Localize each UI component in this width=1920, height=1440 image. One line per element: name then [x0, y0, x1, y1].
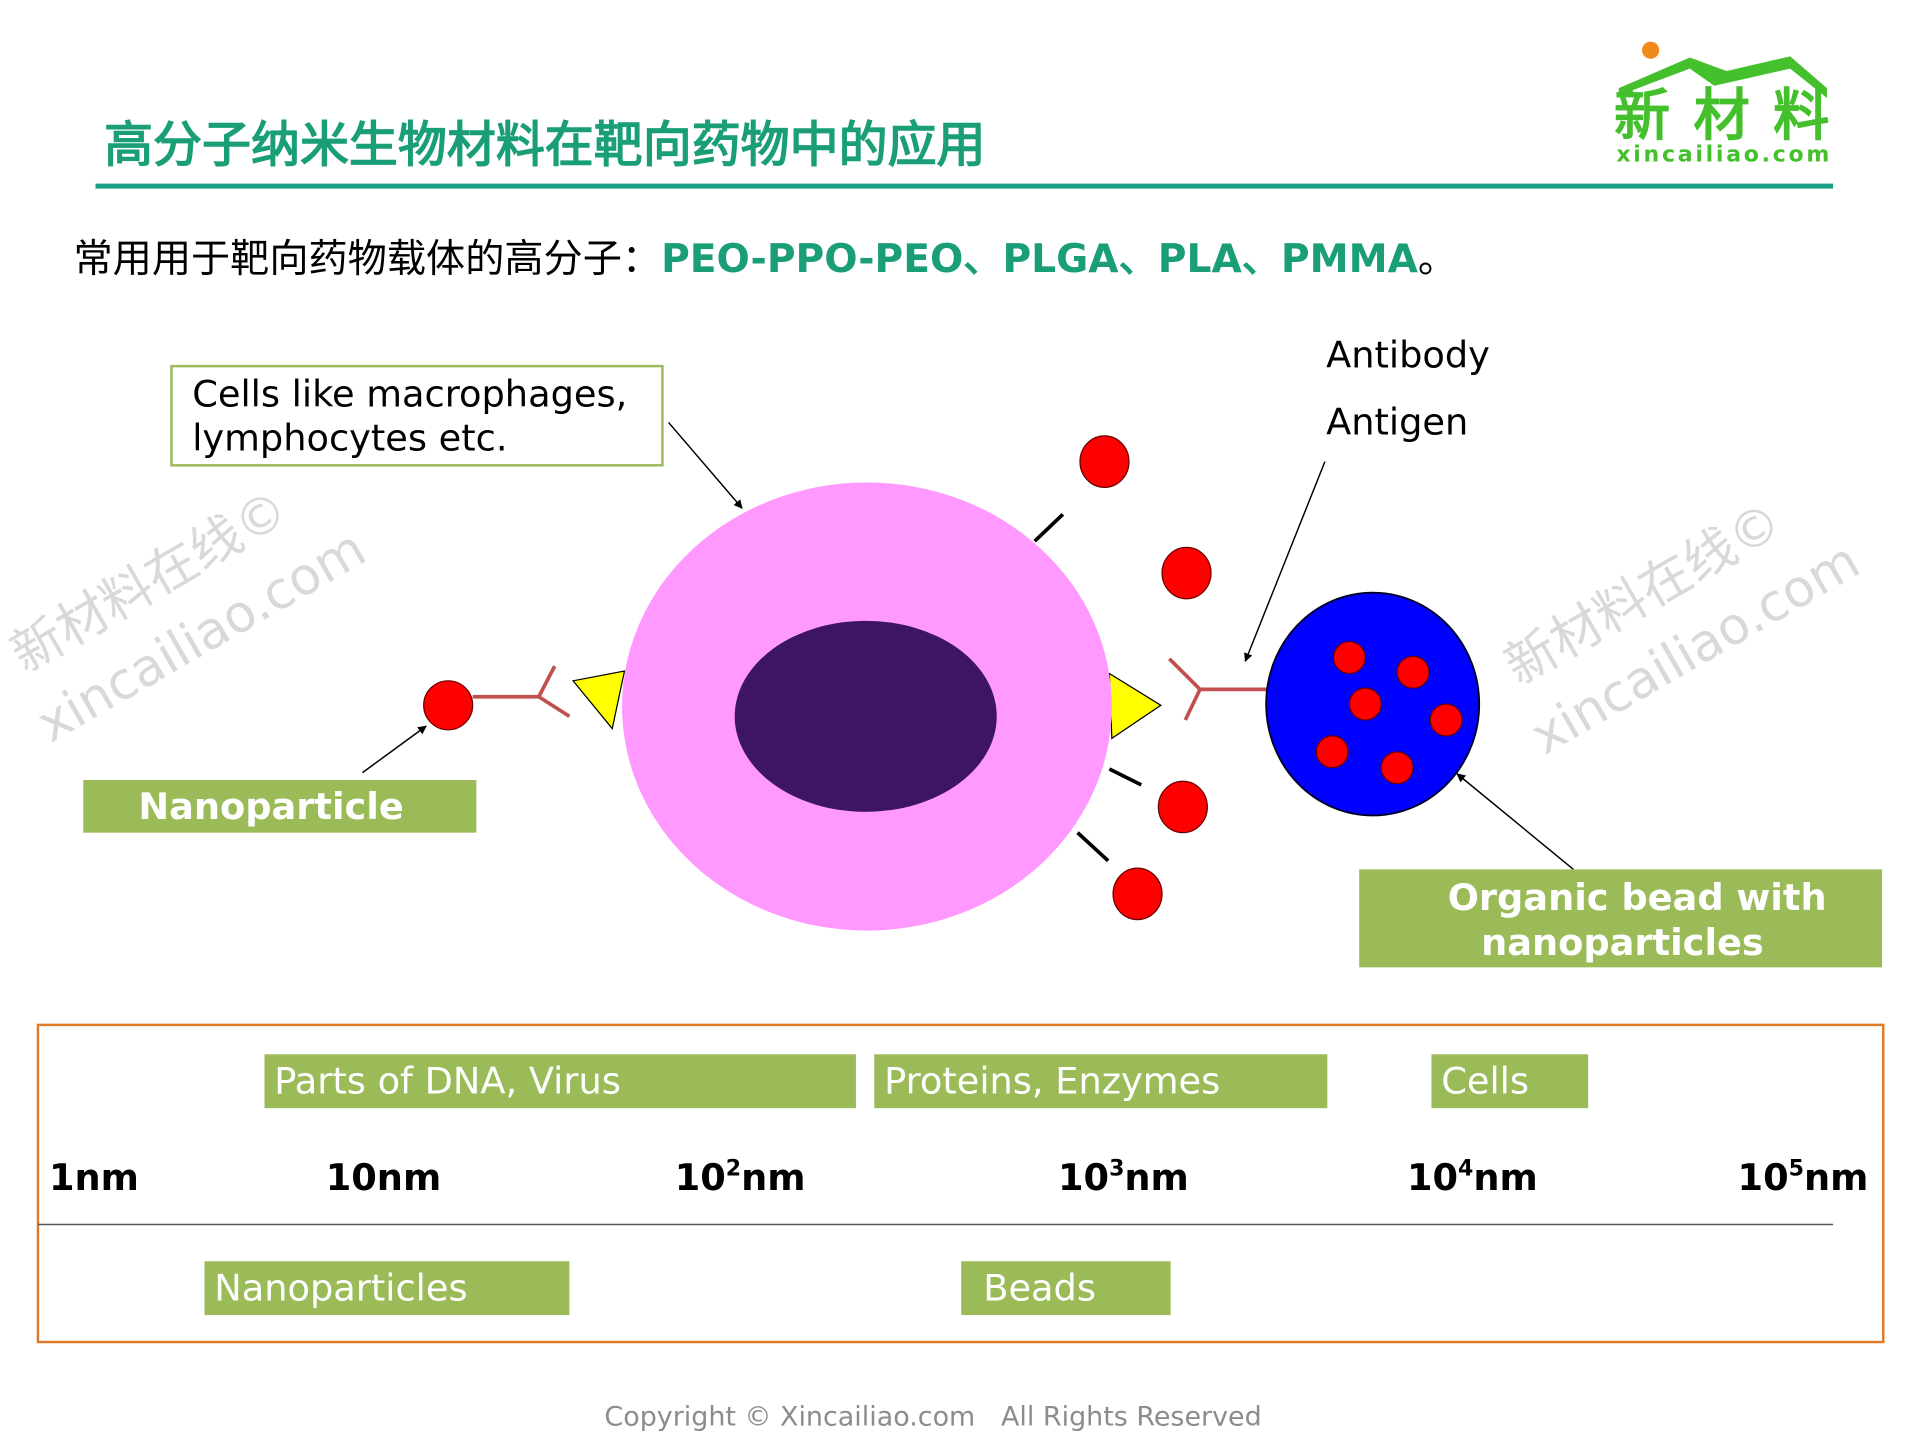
scale-bar-label: Nanoparticles [214, 1266, 467, 1309]
free-nanoparticle [1161, 546, 1212, 600]
tick-1e4nm: 104nm [1407, 1156, 1538, 1199]
antigen-triangle-right [1108, 672, 1162, 740]
tick-1e3nm: 103nm [1058, 1156, 1189, 1199]
cells-arrow [668, 421, 743, 509]
logo-text: 新材料 [1614, 84, 1830, 149]
watermark-left: 新材料在线© xincailiao.com [1, 479, 376, 755]
cells-label-line2: lymphocytes etc. [192, 417, 507, 460]
receptor-line [1033, 512, 1065, 543]
copyright-footer: Copyright © Xincailiao.com All Rights Re… [604, 1401, 1261, 1432]
tick-1e5nm: 105nm [1738, 1156, 1869, 1199]
bead-label-line1: Organic bead with [1448, 876, 1827, 919]
cells-label-box [170, 364, 664, 467]
size-scale-box [36, 1023, 1885, 1344]
free-nanoparticle [1157, 780, 1208, 834]
logo: 新材料 xincailiao.com [1614, 41, 1830, 168]
antibody-label: Antibody [1326, 333, 1490, 376]
page-title: 高分子纳米生物材料在靶向药物中的应用 [104, 117, 985, 174]
nanoparticle [423, 680, 474, 731]
tick-1e2nm: 102nm [675, 1156, 806, 1199]
antigen-arrow [1244, 461, 1326, 663]
bead-nanoparticles [1315, 641, 1463, 785]
subtitle-polymers: PEO-PPO-PEO、PLGA、PLA、PMMA [661, 237, 1419, 282]
bead-label-line2: nanoparticles [1481, 921, 1764, 964]
scale-bar-label: Beads [983, 1266, 1096, 1309]
tick-1nm: 1nm [49, 1156, 139, 1199]
scale-ticks: 1nm 10nm 102nm 103nm 104nm 105nm [49, 1156, 1868, 1199]
scale-bar-dna-virus [264, 1054, 856, 1109]
subtitle-prefix: 常用用于靶向药物载体的高分子： [73, 237, 661, 282]
tick-10nm: 10nm [326, 1156, 442, 1199]
scale-bar-cells [1431, 1054, 1589, 1109]
scale-bar-proteins [874, 1054, 1328, 1109]
nanoparticle-arrow [362, 725, 427, 774]
logo-domain: xincailiao.com [1616, 143, 1829, 168]
logo-roof-icon [1618, 56, 1827, 98]
scale-bar-label: Parts of DNA, Virus [274, 1059, 621, 1102]
receptor-line [1076, 831, 1110, 863]
cells-label-line1: Cells like macrophages, [192, 373, 627, 416]
subtitle-suffix: 。 [1418, 237, 1457, 282]
cell-nucleus [734, 620, 997, 812]
watermark-right: 新材料在线© xincailiao.com [1495, 491, 1870, 767]
receptor-line [1108, 767, 1143, 787]
scale-bar-beads [961, 1261, 1171, 1316]
logo-sun-icon [1642, 41, 1660, 59]
subtitle: 常用用于靶向药物载体的高分子：PEO-PPO-PEO、PLGA、PLA、PMMA… [73, 237, 1457, 282]
scale-bar-label: Cells [1441, 1059, 1529, 1102]
antigen-label: Antigen [1326, 401, 1468, 444]
nanoparticle-label-box [83, 780, 477, 833]
scale-bar-label: Proteins, Enzymes [884, 1059, 1220, 1102]
antigen-triangle-left [571, 670, 626, 730]
bead-label-box [1359, 869, 1883, 968]
antibody-left-icon [472, 665, 571, 718]
bead-arrow [1456, 773, 1574, 870]
scale-bar-nanoparticles [204, 1261, 570, 1316]
free-nanoparticle [1112, 867, 1163, 921]
free-nanoparticle [1079, 435, 1130, 488]
antibody-right-icon [1168, 657, 1269, 721]
nanoparticle-label: Nanoparticle [138, 785, 403, 828]
